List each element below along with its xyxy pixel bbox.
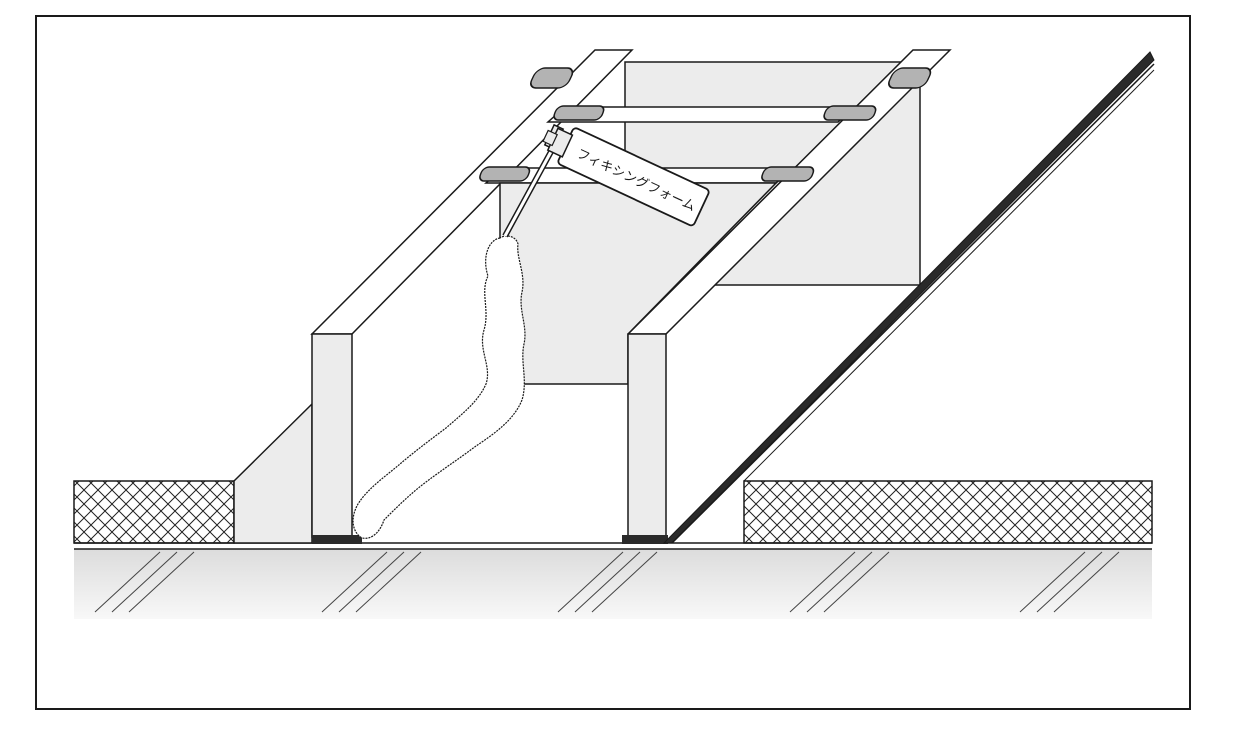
insulation-block-left (73, 480, 235, 544)
right-diagonal-trim (662, 51, 1155, 544)
pad-top-right (888, 67, 932, 89)
pad-mid-left (553, 105, 605, 121)
pad-low-left (479, 166, 531, 182)
left-post-base (312, 535, 362, 544)
pad-top-left (530, 67, 574, 89)
right-post-base (622, 535, 668, 544)
foam-bead (352, 235, 526, 539)
pad-mid-right (823, 105, 877, 121)
ground-strip (74, 542, 1152, 619)
pad-low-right (761, 166, 815, 182)
fixing-pads (479, 67, 932, 182)
insulation-block-right (743, 480, 1153, 544)
left-post-front (311, 333, 353, 538)
right-post-front (627, 333, 667, 538)
